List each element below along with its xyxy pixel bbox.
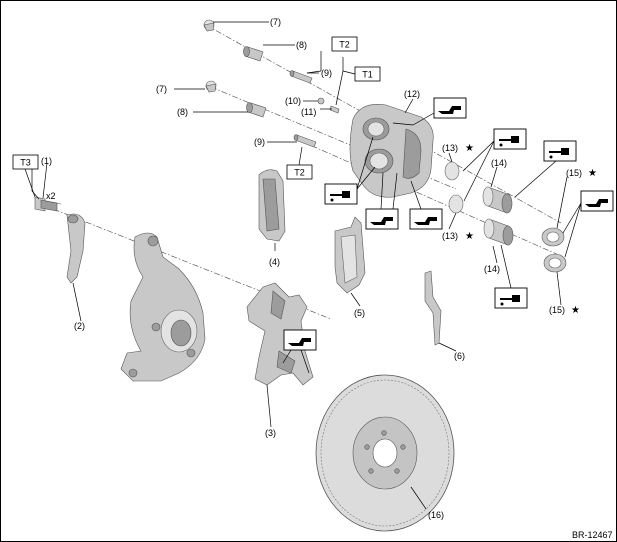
part-label-8: (8) <box>296 40 307 50</box>
part-label-10: (10) <box>285 96 301 106</box>
part-label-14: (14) <box>491 158 507 168</box>
guide-pin-upper <box>289 70 313 84</box>
star-mark: ★ <box>465 231 474 242</box>
pad-spring <box>424 270 442 346</box>
grease-gun-icon <box>433 97 467 119</box>
grease-gun-icon <box>409 208 443 230</box>
brake-fluid-icon <box>493 128 527 150</box>
star-mark: ★ <box>588 168 597 179</box>
part-label-7: (7) <box>270 17 281 27</box>
part-label-12: (12) <box>404 89 420 99</box>
part-label-5: (5) <box>354 308 365 318</box>
torque-label: T1 <box>362 70 373 80</box>
brake-fluid-icon <box>324 183 358 205</box>
part-label-8: (8) <box>177 107 188 117</box>
quantity-label: x2 <box>46 191 56 201</box>
figure-code: BR-12467 <box>572 530 613 540</box>
part-label-13: (13) <box>442 231 458 241</box>
part-label-11: (11) <box>301 107 316 117</box>
disc-rotor <box>315 374 455 532</box>
part-label-4: (4) <box>269 257 280 267</box>
piston-seal <box>444 161 460 181</box>
brake-pad-inner <box>258 169 286 242</box>
brake-fluid-icon <box>543 140 577 162</box>
piston <box>482 186 513 214</box>
part-label-2: (2) <box>74 321 85 331</box>
part-label-15: (15) <box>549 305 565 315</box>
pin-sleeve-upper <box>243 46 264 62</box>
part-label-1: (1) <box>41 156 52 166</box>
guide-pin-lower <box>293 134 317 148</box>
caliper-bracket <box>246 282 314 386</box>
pin-boot-upper <box>203 19 215 32</box>
part-label-13: (13) <box>442 143 458 153</box>
bleeder-cap <box>317 97 325 105</box>
piston <box>483 218 514 246</box>
part-label-9: (9) <box>254 137 265 147</box>
piston-seal <box>448 194 464 214</box>
grease-gun-icon <box>283 329 317 351</box>
torque-label-box: T1 <box>354 66 381 82</box>
brake-pad-outer <box>334 216 366 294</box>
part-label-14: (14) <box>484 264 500 274</box>
piston-boot <box>541 227 565 247</box>
part-label-6: (6) <box>454 351 465 361</box>
caliper-body <box>349 104 434 198</box>
torque-label-box: T2 <box>331 36 358 52</box>
part-label-15: (15) <box>566 168 582 178</box>
torque-label: T3 <box>20 158 31 168</box>
axis-line <box>300 140 562 257</box>
torque-label-box: T3 <box>12 154 39 170</box>
part-label-3: (3) <box>265 428 276 438</box>
part-label-16: (16) <box>428 510 444 520</box>
torque-label: T2 <box>294 168 305 178</box>
pin-boot-lower <box>205 80 217 93</box>
part-label-7: (7) <box>156 84 167 94</box>
steering-knuckle <box>120 232 206 382</box>
torque-label-box: T2 <box>286 164 313 180</box>
brake-fluid-icon <box>494 287 528 309</box>
grease-gun-icon <box>580 190 614 212</box>
star-mark: ★ <box>571 305 580 316</box>
bleeder-screw <box>329 105 340 114</box>
part-label-9: (9) <box>321 68 332 78</box>
grease-gun-icon <box>365 208 399 230</box>
torque-label: T2 <box>339 40 350 50</box>
mounting-bolt <box>34 196 62 212</box>
pin-sleeve-lower <box>246 102 267 118</box>
axis-line <box>205 24 562 224</box>
piston-boot <box>543 253 567 273</box>
brake-air-guide <box>66 213 86 284</box>
star-mark: ★ <box>465 143 474 154</box>
